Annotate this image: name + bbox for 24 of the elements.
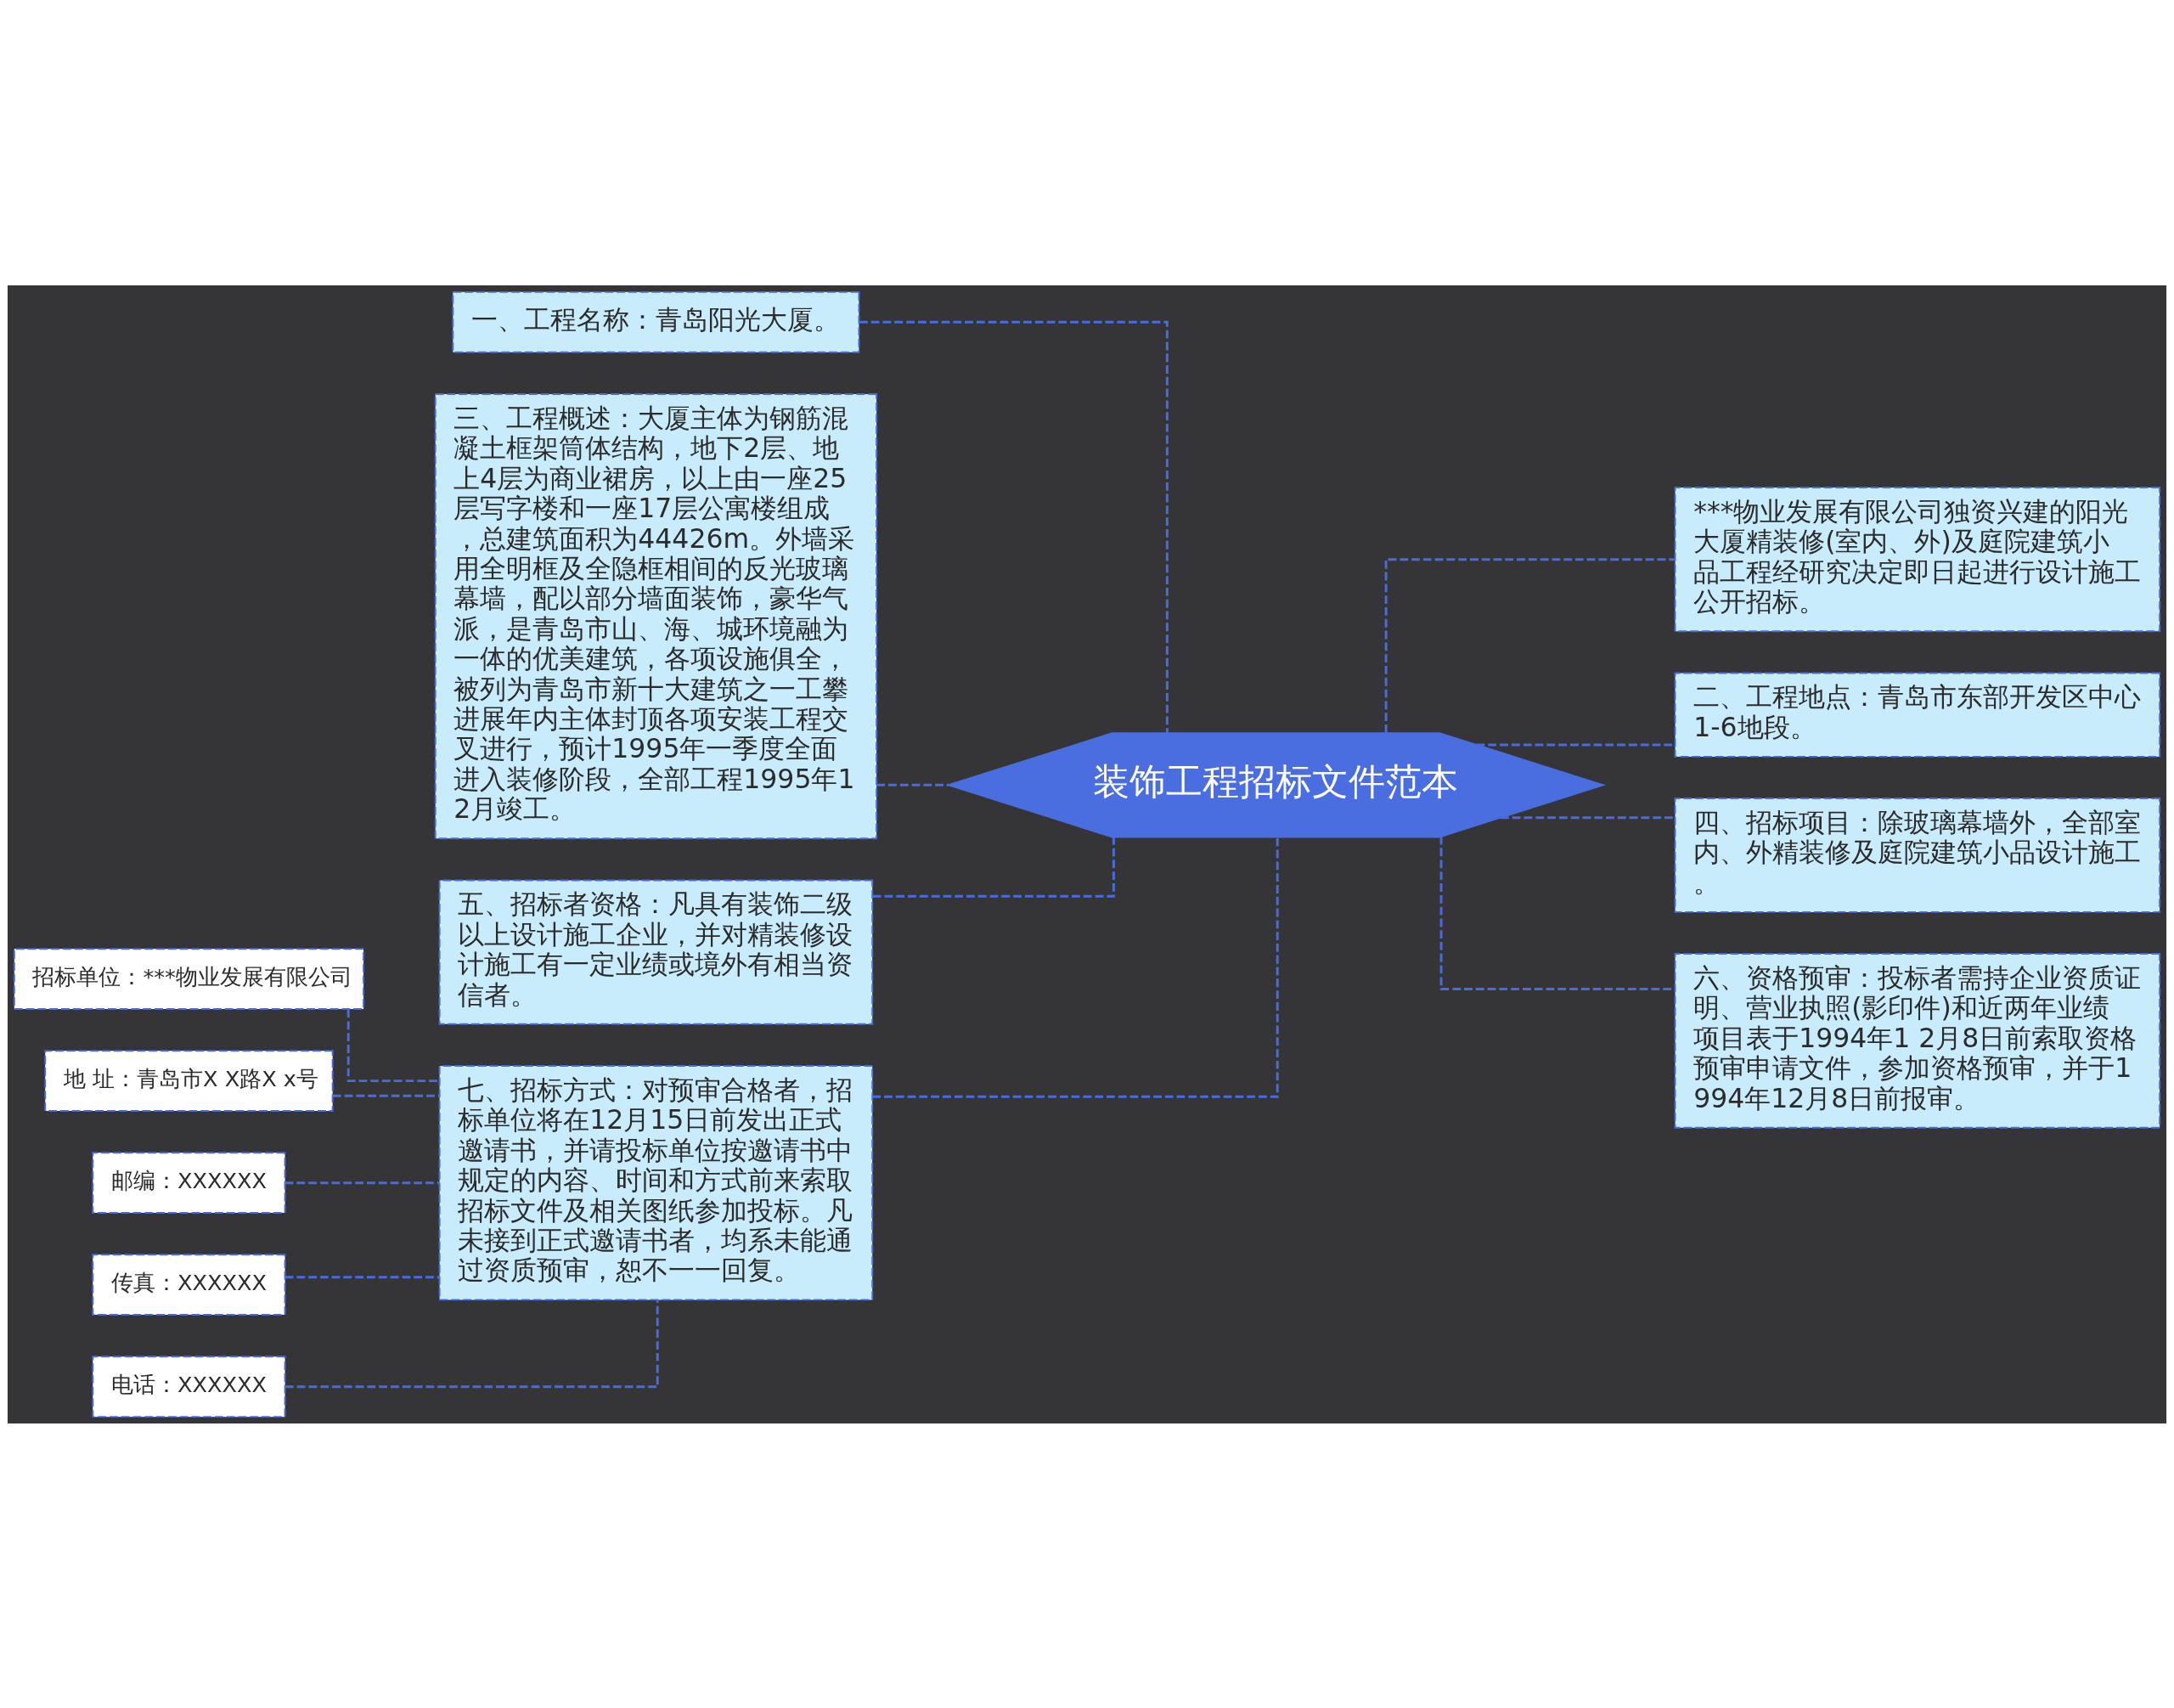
- node-box: 七、招标方式：对预审合格者，招标单位将在12月15日前发出正式邀请书，并请投标单位按邀请书中规定的内容、时间和方式前来索取招标文件及相关图纸参加投标。凡未接到正式邀请书者，均系未能通过资质预审，恕不一一回复。: [438, 1064, 874, 1300]
- connector: [859, 320, 1169, 733]
- node-box: 邮编：XXXXXX: [92, 1151, 286, 1214]
- connector: [1384, 557, 1676, 733]
- connector: [1501, 815, 1676, 819]
- node-box: 招标单位：***物业发展有限公司: [13, 947, 365, 1010]
- node-box: 三、工程概述：大厦主体为钢筋混凝土框架筒体结构，地下2层、地上4层为商业裙房，以上由一座25层写字楼和一座17层公寓楼组成，总建筑面积为44426m。外墙采用全明框及全隐框相间的反光玻璃幕墙，配以部分墙面装饰，豪华气派，是青岛市山、海、城环境融为一体的优美建筑，各项设施俱全，被列为青岛市新十大建筑之一工攀进展年内主体封顶各项安装工程交叉进行，预计1995年一季度全面进入装修阶段，全部工程1995年12月竣工。: [434, 392, 878, 839]
- connector: [876, 783, 949, 786]
- connector: [346, 1009, 439, 1082]
- connector: [285, 1299, 659, 1388]
- node-box: 电话：XXXXXX: [92, 1355, 286, 1418]
- connector: [332, 1094, 440, 1097]
- node-box: 二、工程地点：青岛市东部开发区中心1-6地段。: [1674, 672, 2161, 758]
- node-box: 地 址：青岛市X X路X x号: [44, 1049, 334, 1112]
- node-box: 传真：XXXXXX: [92, 1253, 286, 1316]
- connector: [872, 837, 1279, 1098]
- node-box: 一、工程名称：青岛阳光大厦。: [452, 290, 860, 353]
- node-box: 五、招标者资格：凡具有装饰二级以上设计施工企业，并对精装修设计施工有一定业绩或境外有相当资信者。: [438, 879, 874, 1025]
- connector: [284, 1275, 440, 1278]
- node-box: ***物业发展有限公司独资兴建的阳光大厦精装修(室内、外)及庭院建筑小品工程经研究决定即日起进行设计施工公开招标。: [1674, 486, 2161, 632]
- connector: [872, 837, 1115, 898]
- node-box: 四、招标项目：除玻璃幕墙外，全部室内、外精装修及庭院建筑小品设计施工。: [1674, 797, 2161, 913]
- node-box: 六、资格预审：投标者需持企业资质证明、营业执照(影印件)和近两年业绩项目表于1994年1 2月8日前索取资格预审申请文件，参加资格预审，并于1994年12月8日前报审。: [1674, 952, 2161, 1129]
- connector: [284, 1181, 440, 1184]
